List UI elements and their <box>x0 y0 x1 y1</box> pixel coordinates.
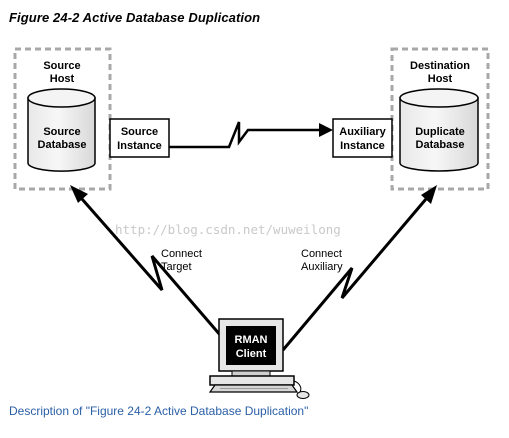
rman-client-label-1: RMAN <box>235 334 268 346</box>
destination-host-label-1: Destination <box>410 60 470 72</box>
rman-client-label-2: Client <box>236 348 267 360</box>
auxiliary-instance-box <box>332 118 393 158</box>
figure-title: Figure 24-2 Active Database Duplication <box>9 10 261 25</box>
figure-description-link[interactable]: Description of "Figure 24-2 Active Datab… <box>9 404 309 418</box>
source-instance-label-2: Instance <box>117 140 162 152</box>
duplicate-database-label-2: Database <box>416 139 465 151</box>
connect-target-label-2: Target <box>161 261 192 273</box>
source-instance-label-1: Source <box>121 126 158 138</box>
duplicate-database-cylinder <box>399 88 479 172</box>
auxiliary-instance-label-2: Instance <box>340 140 385 152</box>
source-host-label-1: Source <box>43 60 80 72</box>
source-database-cylinder <box>27 88 96 172</box>
instance-connection-arrow <box>169 121 333 149</box>
source-instance-box <box>109 118 170 158</box>
connect-auxiliary-arrow <box>281 185 437 351</box>
connect-target-label-1: Connect <box>161 248 202 260</box>
destination-host-label-2: Host <box>428 73 453 85</box>
source-database-label-1: Source <box>43 126 80 138</box>
source-host-label-2: Host <box>50 73 75 85</box>
connect-auxiliary-label-1: Connect <box>301 248 342 260</box>
rman-client-computer-icon <box>208 318 310 399</box>
source-database-label-2: Database <box>38 139 87 151</box>
duplicate-database-label-1: Duplicate <box>415 126 465 138</box>
auxiliary-instance-label-1: Auxiliary <box>339 126 386 138</box>
connect-target-arrow <box>70 185 223 337</box>
connect-auxiliary-label-2: Auxiliary <box>301 261 343 273</box>
